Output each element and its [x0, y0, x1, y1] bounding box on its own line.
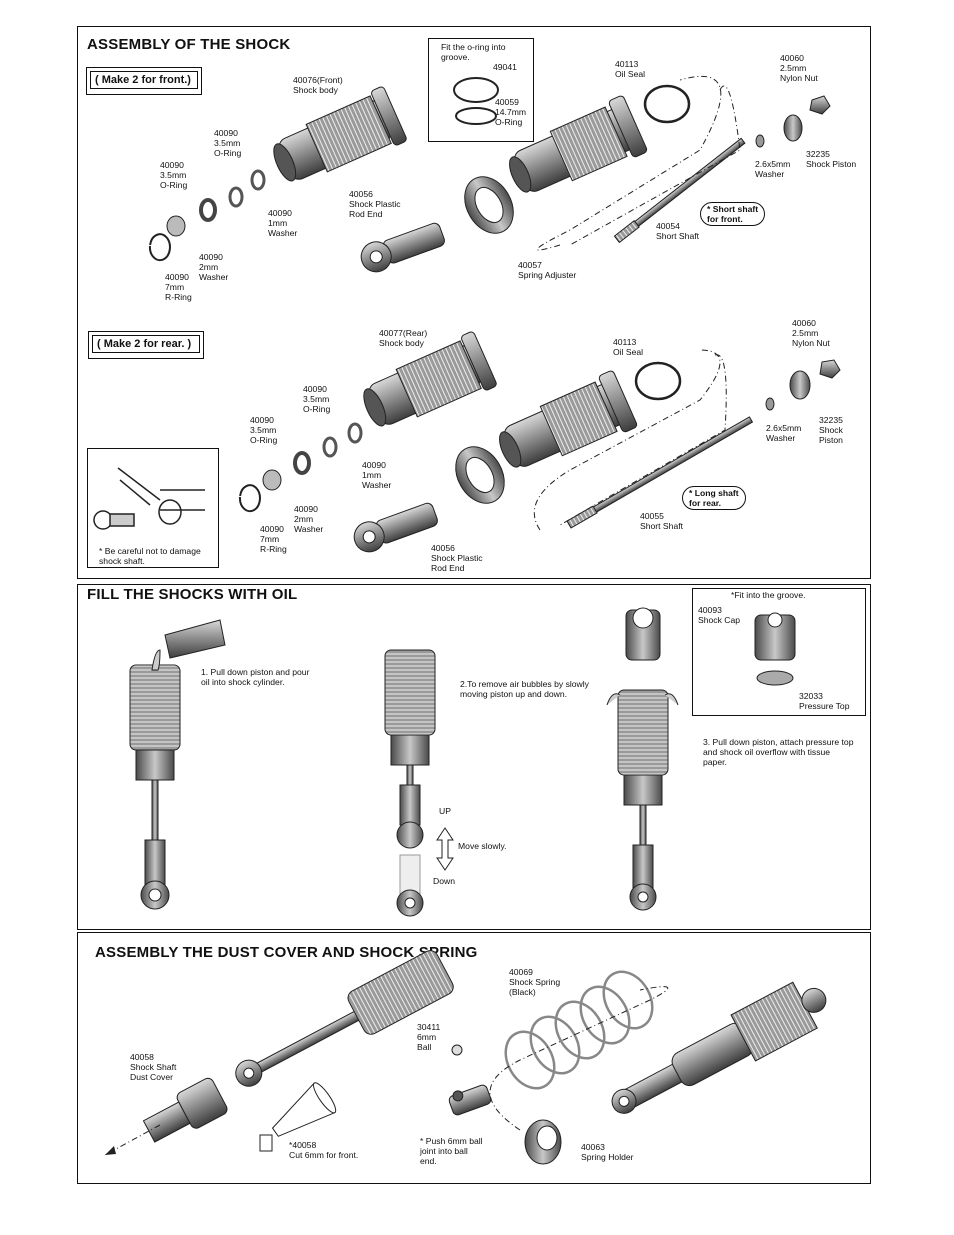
fill-step2: 2.To remove air bubbles by slowly moving…	[460, 679, 589, 699]
rear-body-label: 40077(Rear) Shock body	[379, 328, 428, 348]
fill-step3: 3. Pull down piston, attach pressure top…	[703, 737, 854, 767]
rear-oilseal-label: 40113 Oil Seal	[613, 337, 644, 357]
front-washer3-label: 2.6x5mm Washer	[755, 159, 791, 179]
fill-move-label: Move slowly.	[458, 841, 507, 851]
dust-panel	[77, 932, 871, 1184]
dust-spring-label: 40069 Shock Spring (Black)	[509, 967, 561, 997]
dust-right-assembly	[611, 981, 827, 1114]
fill-panel	[77, 584, 871, 930]
rear-rodend-label: 40056 Shock Plastic Rod End	[431, 543, 483, 573]
rear-oring1-label: 40090 3.5mm O-Ring	[303, 384, 331, 414]
dust-cover-cut	[271, 1082, 337, 1137]
dust-title: ASSEMBLY THE DUST COVER AND SHOCK SPRING	[95, 944, 478, 961]
fill-shock-3	[606, 607, 679, 911]
front-rring-label: 40090 7mm R-Ring	[165, 272, 192, 302]
front-shaft-note: * Short shaft for front.	[700, 202, 766, 226]
make-front-badge: ( Make 2 for front.)	[86, 67, 202, 95]
rear-oring2-label: 40090 3.5mm O-Ring	[250, 415, 278, 445]
rear-washer1-label: 40090 1mm Washer	[362, 460, 392, 490]
dust-left-assembly	[235, 950, 454, 1087]
front-oring-note: Fit the o-ring into groove.	[441, 42, 506, 62]
front-washer2-label: 40090 2mm Washer	[199, 252, 229, 282]
shock-cap-illustration	[754, 612, 796, 686]
front-rod-end	[360, 222, 445, 273]
ball-end	[448, 1084, 492, 1116]
cap-inset	[692, 588, 866, 716]
front-shaft	[613, 137, 746, 244]
front-p40059: 40059 14.7mm O-Ring	[495, 97, 527, 127]
fill-down-label: Down	[433, 876, 455, 886]
front-oilseal-label: 40113 Oil Seal	[615, 59, 646, 79]
caution-inset	[87, 448, 219, 568]
rear-washer2-label: 40090 2mm Washer	[294, 504, 324, 534]
rear-shaft-label: 40055 Short Shaft	[640, 511, 683, 531]
assembly-title: ASSEMBLY OF THE SHOCK	[87, 36, 291, 53]
rear-piston-label: 32235 Shock Piston	[819, 415, 843, 445]
rear-rod-end	[353, 502, 438, 553]
front-shaft-label: 40054 Short Shaft	[656, 221, 699, 241]
rear-shock-body-assembled	[499, 370, 638, 468]
fill-step1: 1. Pull down piston and pour oil into sh…	[201, 667, 310, 687]
rear-shaft	[566, 416, 754, 529]
fill-shock-2	[384, 649, 454, 917]
dust-push-label: * Push 6mm ball joint into ball end.	[420, 1136, 483, 1166]
fill-up-label: UP	[439, 806, 451, 816]
fill-groove-note: *Fit into the groove.	[731, 590, 806, 600]
front-shock-body-assembled	[509, 95, 648, 193]
make-rear-badge: ( Make 2 for rear. )	[88, 331, 204, 359]
rear-rring-label: 40090 7mm R-Ring	[260, 524, 287, 554]
rear-caution-label: * Be careful not to damage shock shaft.	[99, 546, 201, 566]
fill-ptop-label: 32033 Pressure Top	[799, 691, 850, 711]
rear-washer3-label: 2.6x5mm Washer	[766, 423, 802, 443]
dust-cover	[142, 1077, 228, 1143]
rear-shaft-note: * Long shaft for rear.	[682, 486, 746, 510]
front-oring2-label: 40090 3.5mm O-Ring	[160, 160, 188, 190]
front-p49041: 49041	[493, 62, 517, 72]
pliers-illustration	[93, 467, 205, 530]
spring-holder	[524, 1119, 562, 1165]
fill-title: FILL THE SHOCKS WITH OIL	[87, 586, 298, 603]
front-piston-label: 32235 Shock Piston	[806, 149, 857, 169]
rear-shock-body	[363, 331, 497, 427]
dust-cut-label: *40058 Cut 6mm for front.	[289, 1140, 359, 1160]
rear-nut-label: 40060 2.5mm Nylon Nut	[792, 318, 830, 348]
dust-cover-label: 40058 Shock Shaft Dust Cover	[130, 1052, 177, 1082]
dust-ball-label: 30411 6mm Ball	[417, 1022, 441, 1052]
fill-cap-label: 40093 Shock Cap	[698, 605, 741, 625]
front-rodend-label: 40056 Shock Plastic Rod End	[349, 189, 401, 219]
make-rear-label: ( Make 2 for rear. )	[92, 335, 200, 353]
oring-inset	[428, 38, 534, 142]
front-washer1-label: 40090 1mm Washer	[268, 208, 298, 238]
dust-holder-label: 40063 Spring Holder	[581, 1142, 634, 1162]
front-nut-label: 40060 2.5mm Nylon Nut	[780, 53, 818, 83]
fill-shock-1	[129, 619, 226, 910]
assembly-panel	[77, 26, 871, 579]
front-body-label: 40076(Front) Shock body	[293, 75, 343, 95]
make-front-label: ( Make 2 for front.)	[90, 71, 198, 89]
front-oring1-label: 40090 3.5mm O-Ring	[214, 128, 242, 158]
front-shock-body	[273, 86, 407, 182]
front-adjuster-label: 40057 Spring Adjuster	[518, 260, 577, 280]
